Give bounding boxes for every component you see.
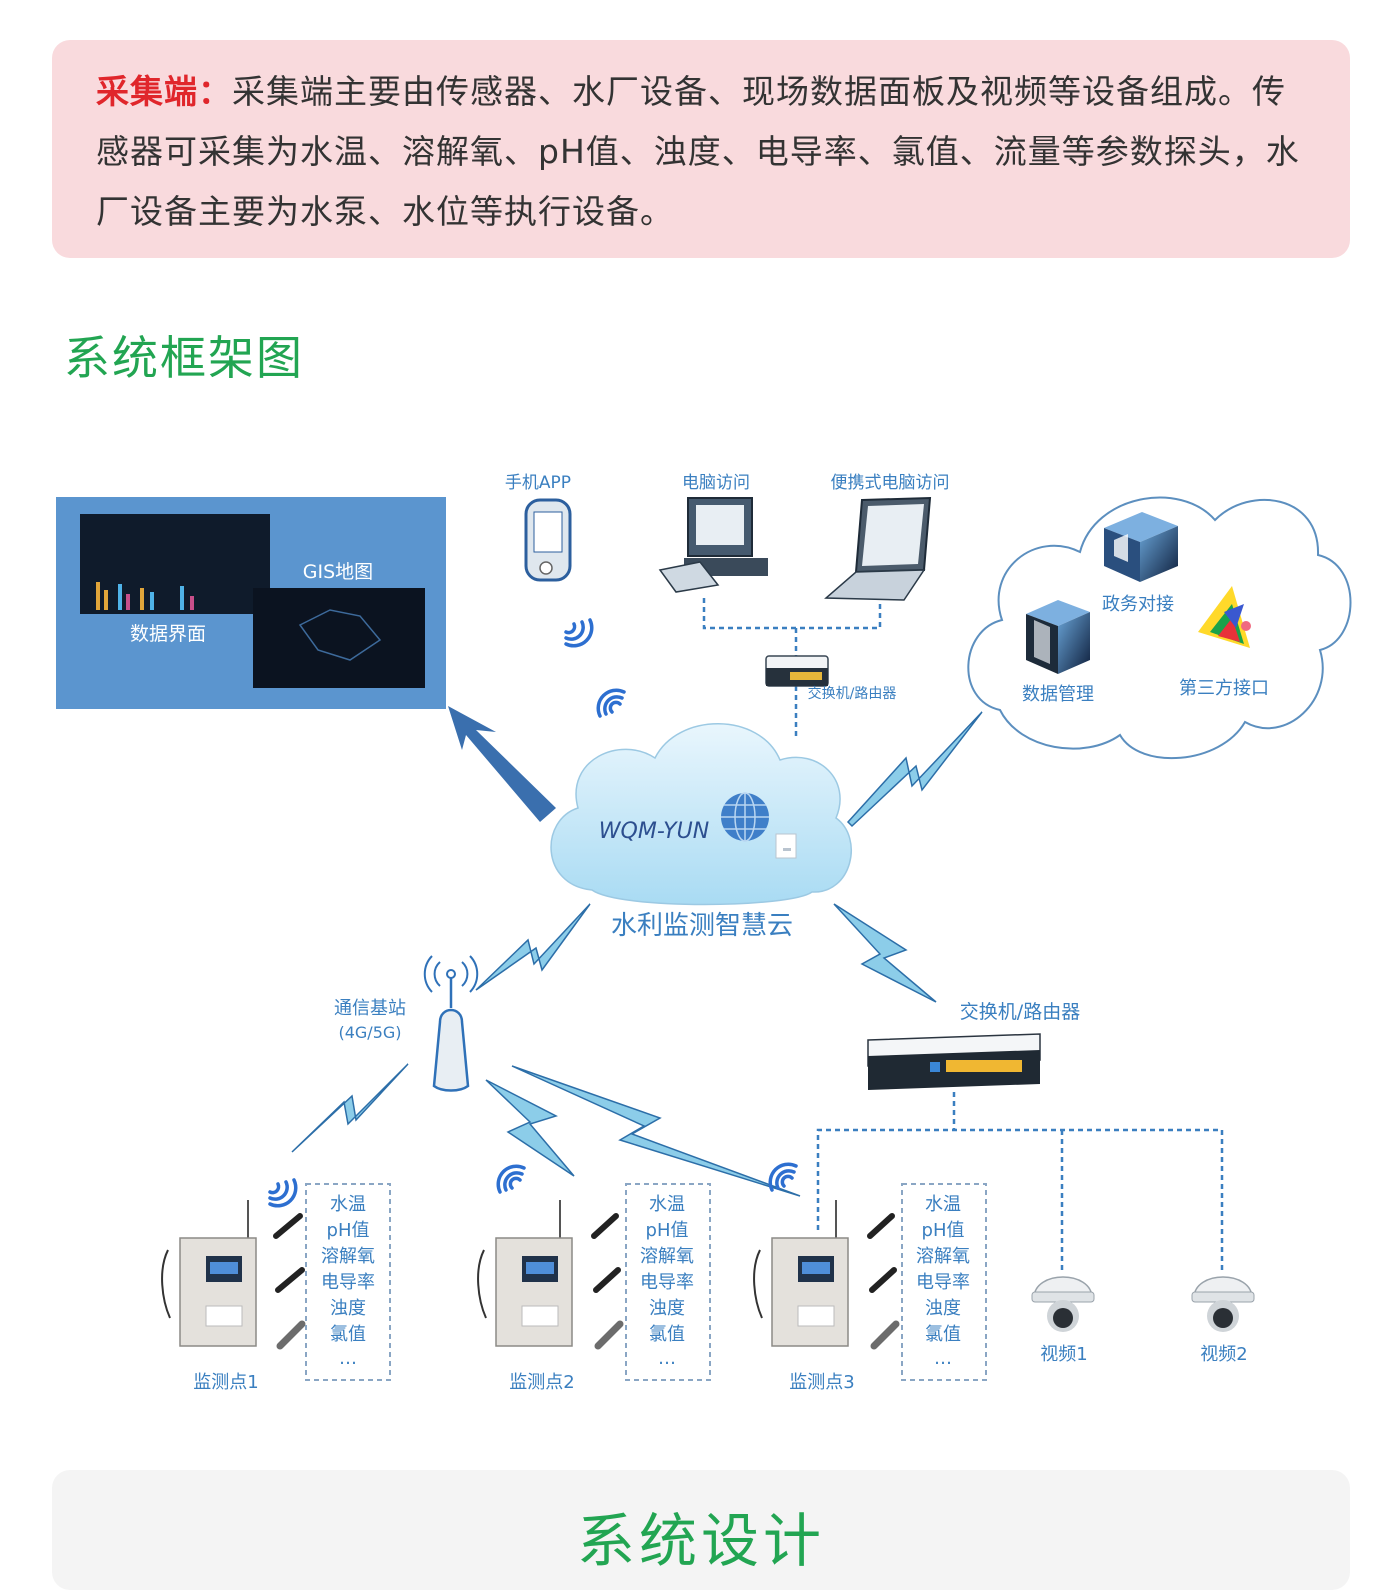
param-conductivity: 电导率 [640, 1272, 694, 1293]
router-small-icon [765, 655, 829, 687]
bolt-to-base-station [475, 903, 591, 991]
param-conductivity: 电导率 [321, 1272, 375, 1293]
server-icon [775, 833, 797, 859]
param-chlorine: 氯值 [330, 1324, 366, 1345]
base-station-icon [423, 955, 479, 1092]
intro-text: 采集端：采集端主要由传感器、水厂设备、现场数据面板及视频等设备组成。传感器可采集… [96, 62, 1306, 242]
data-management-icon [1026, 600, 1090, 674]
param-turbidity: 浊度 [925, 1298, 961, 1319]
services-cloud [967, 496, 1352, 760]
bolt-to-station-2 [485, 1079, 575, 1177]
param-chlorine: 氯值 [925, 1324, 961, 1345]
intro-panel: 采集端：采集端主要由传感器、水厂设备、现场数据面板及视频等设备组成。传感器可采集… [52, 40, 1350, 258]
section-title: 系统框架图 [64, 331, 304, 385]
wifi-icon [268, 1178, 298, 1208]
data-interface-label: 数据界面 [130, 623, 206, 645]
param-dissolved-oxygen: 溶解氧 [916, 1246, 970, 1267]
pc-icon [658, 497, 768, 593]
param-turbidity: 浊度 [649, 1298, 685, 1319]
phone-icon [524, 498, 572, 582]
laptop-label: 便携式电脑访问 [831, 473, 950, 493]
param-ph: pH值 [646, 1220, 689, 1241]
screens-panel: GIS地图 数据界面 [56, 497, 446, 709]
param-water-temp: 水温 [330, 1194, 366, 1215]
router-small-label: 交换机/路由器 [808, 685, 897, 702]
param-dissolved-oxygen: 溶解氧 [640, 1246, 694, 1267]
param-more: … [339, 1348, 357, 1369]
gov-label: 政务对接 [1102, 594, 1174, 615]
central-cloud [550, 723, 852, 906]
param-water-temp: 水温 [649, 1194, 685, 1215]
camera-lan-lines [816, 1092, 1224, 1270]
bolt-to-station-3 [511, 1065, 801, 1197]
phone-label: 手机APP [505, 473, 571, 493]
cloud-name: 水利监测智慧云 [611, 911, 793, 941]
globe-icon [721, 792, 769, 842]
pc-label: 电脑访问 [682, 473, 750, 493]
camera-1-icon [1031, 1276, 1095, 1332]
param-more: … [934, 1348, 952, 1369]
station-1-label: 监测点1 [193, 1372, 258, 1393]
base-station-label: 通信基站 [334, 998, 406, 1019]
station-2-label: 监测点2 [509, 1372, 574, 1393]
intro-lead: 采集端： [96, 72, 232, 111]
wifi-icon [596, 688, 626, 718]
base-station-sublabel: (4G/5G) [338, 1023, 401, 1042]
system-design-panel: 系统设计 [52, 1470, 1350, 1590]
bolt-to-router [833, 903, 937, 1003]
station-3-label: 监测点3 [789, 1372, 854, 1393]
station-1: 水温 pH值溶解氧电导率浊度氯值 … 监测点1 [161, 1178, 391, 1393]
third-party-interface-icon [1198, 586, 1251, 648]
param-ph: pH值 [922, 1220, 965, 1241]
param-water-temp: 水温 [925, 1194, 961, 1215]
camera-2-label: 视频2 [1200, 1344, 1247, 1365]
param-conductivity: 电导率 [916, 1272, 970, 1293]
router-large-icon [867, 1033, 1041, 1090]
third-party-label: 第三方接口 [1179, 678, 1269, 699]
param-chlorine: 氯值 [649, 1324, 685, 1345]
gis-map-label: GIS地图 [303, 561, 373, 583]
system-design-title: 系统设计 [576, 1507, 825, 1575]
gov-building-icon [1104, 512, 1178, 582]
param-more: … [658, 1348, 676, 1369]
intro-body: 采集端主要由传感器、水厂设备、现场数据面板及视频等设备组成。传感器可采集为水温、… [96, 72, 1300, 231]
system-architecture-diagram: GIS地图 数据界面 手机APP 电脑访问 便携式电脑访问 交换机/路由器 [56, 473, 1352, 1393]
camera-2-icon [1191, 1276, 1255, 1332]
wifi-icon [564, 618, 594, 648]
param-dissolved-oxygen: 溶解氧 [321, 1246, 375, 1267]
wifi-icon [768, 1162, 798, 1192]
wifi-icon [496, 1164, 526, 1194]
router-large-label: 交换机/路由器 [960, 1001, 1080, 1023]
arrow-to-screens [448, 706, 556, 822]
bolt-to-station-1 [291, 1063, 409, 1153]
param-ph: pH值 [327, 1220, 370, 1241]
data-management-label: 数据管理 [1022, 684, 1094, 705]
camera-1-label: 视频1 [1040, 1344, 1087, 1365]
param-turbidity: 浊度 [330, 1298, 366, 1319]
bolt-to-services [846, 711, 983, 828]
station-3: 水温 pH值溶解氧电导率浊度氯值 … 监测点3 [753, 1162, 987, 1393]
laptop-icon [824, 496, 932, 601]
cloud-brand: WQM-YUN [599, 819, 709, 844]
top-lan-lines [702, 598, 882, 736]
station-2: 水温 pH值溶解氧电导率浊度氯值 … 监测点2 [477, 1164, 711, 1393]
